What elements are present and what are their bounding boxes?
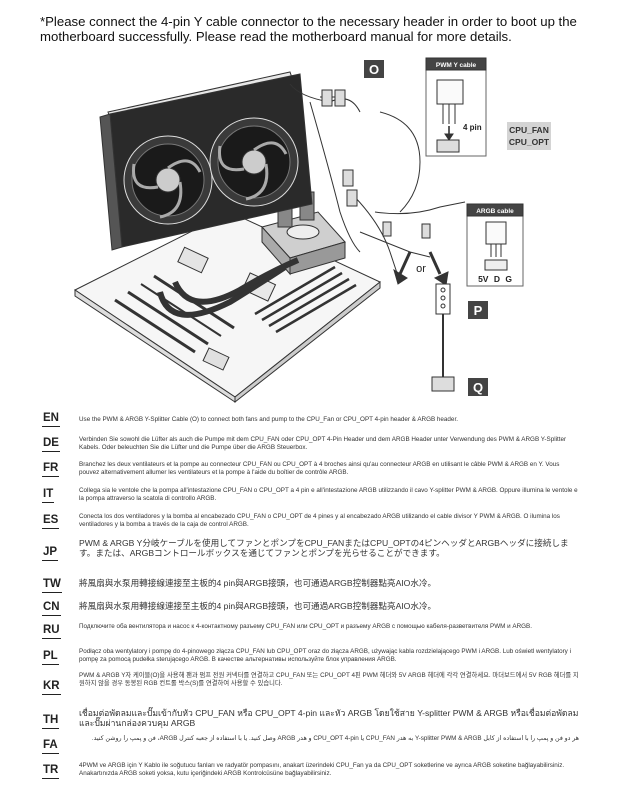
pwm-cable-label: PWM Y cable bbox=[436, 62, 477, 69]
argb-cable-label: ARGB cable bbox=[476, 208, 514, 215]
instruction-text: เชื่อมต่อพัดลมและปั๊มเข้ากับหัว CPU_FAN … bbox=[79, 708, 579, 728]
callout-p: P bbox=[474, 303, 483, 318]
language-code: IT bbox=[42, 488, 55, 503]
instruction-text: 4PWM ve ARGB için Y Kablo ile soğutucu f… bbox=[79, 762, 565, 778]
installation-illustration: O P Q PWM Y cable 4 pin CPU_FAN CPU_OPT … bbox=[74, 57, 551, 404]
language-code: EN bbox=[42, 412, 60, 427]
instruction-text: هر دو فن و پمپ را با استفاده از کابل Y-s… bbox=[91, 735, 579, 742]
cpu-opt-label: CPU_OPT bbox=[509, 137, 550, 147]
instruction-text: Подключите оба вентилятора и насос к 4-к… bbox=[79, 623, 532, 630]
language-code: KR bbox=[42, 680, 61, 695]
instruction-text: 將風扇與水泵用轉接線連接至主板的4 pin與ARGB接頭，也可通過ARGB控制器… bbox=[79, 601, 437, 611]
instruction-text: PWM & ARGB Y分岐ケーブルを使用してファンとポンプをCPU_FANまた… bbox=[79, 538, 569, 558]
instruction-text: Verbinden Sie sowohl die Lüfter als auch… bbox=[79, 436, 567, 452]
callout-q: Q bbox=[473, 380, 483, 395]
boot-notice: *Please connect the 4-pin Y cable connec… bbox=[40, 14, 577, 44]
language-code: FR bbox=[42, 462, 60, 477]
language-code: FA bbox=[42, 739, 59, 754]
pump-block-icon bbox=[261, 191, 346, 276]
instruction-text: PWM & ARGB Y자 케이블(O)을 사용해 팬과 펌프 전원 커넥터를 … bbox=[79, 672, 579, 688]
language-code: JP bbox=[42, 546, 59, 561]
language-code: RU bbox=[42, 624, 61, 639]
instruction-text: Collega sia le ventole che la pompa all'… bbox=[79, 487, 578, 503]
argb-pins-label: 5V D G bbox=[478, 274, 512, 284]
language-code: TR bbox=[42, 764, 60, 779]
instruction-text: Conecta los dos ventiladores y la bomba … bbox=[79, 513, 560, 529]
language-code: TH bbox=[42, 714, 60, 729]
or-label: or bbox=[416, 263, 426, 275]
instruction-text: Podłącz oba wentylatory i pompę do 4-pin… bbox=[79, 648, 571, 664]
language-code: DE bbox=[42, 437, 60, 452]
cpu-fan-label: CPU_FAN bbox=[509, 125, 549, 135]
language-code: ES bbox=[42, 514, 60, 529]
callout-o: O bbox=[369, 62, 379, 77]
instruction-text: 將風扇與水泵用轉接線連接至主板的4 pin與ARGB接頭，也可通過ARGB控制器… bbox=[79, 578, 437, 588]
language-code: TW bbox=[42, 578, 62, 593]
language-code: PL bbox=[42, 650, 59, 665]
instruction-text: Use the PWM & ARGB Y-Splitter Cable (O) … bbox=[79, 416, 458, 423]
instruction-text: Branchez les deux ventilateurs et la pom… bbox=[79, 461, 560, 477]
radiator-fans-icon bbox=[99, 71, 313, 251]
language-code: CN bbox=[42, 601, 61, 616]
four-pin-label: 4 pin bbox=[463, 123, 482, 132]
